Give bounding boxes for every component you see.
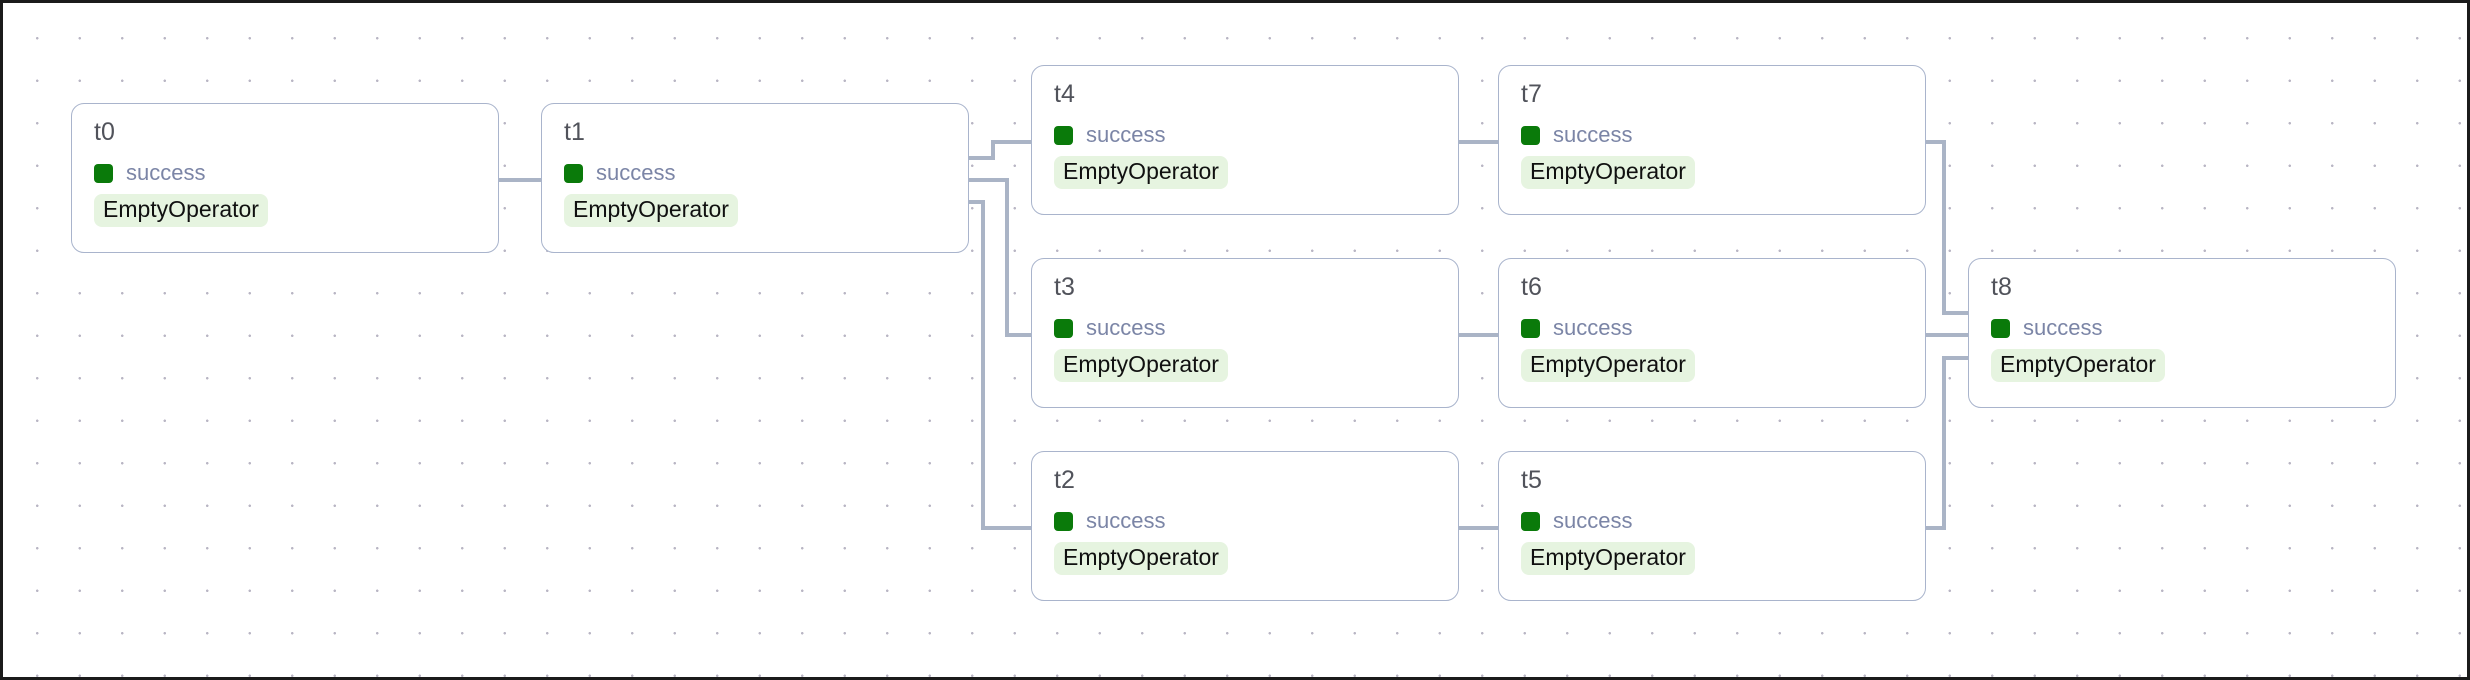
dag-node-status-label: success	[1553, 122, 1633, 147]
dag-node-status-label: success	[1553, 315, 1633, 340]
dag-node-status-row: success	[564, 161, 948, 185]
status-square-icon	[564, 163, 583, 183]
dag-edge	[969, 178, 1031, 337]
status-square-icon	[1054, 511, 1073, 531]
dag-node-t4[interactable]: t4 success EmptyOperator	[1031, 65, 1459, 215]
dag-edge	[1926, 140, 1968, 315]
dag-node-t6[interactable]: t6 success EmptyOperator	[1498, 258, 1926, 408]
dag-node-t7[interactable]: t7 success EmptyOperator	[1498, 65, 1926, 215]
dag-node-status-label: success	[1086, 508, 1166, 533]
dag-node-status-row: success	[1991, 316, 2375, 340]
dag-node-operator-chip: EmptyOperator	[564, 194, 738, 227]
dag-node-operator-chip: EmptyOperator	[1054, 349, 1228, 382]
dag-node-title: t2	[1054, 466, 1076, 494]
dag-node-title: t7	[1521, 80, 1543, 108]
dag-node-title: t1	[564, 118, 586, 146]
dag-node-operator-chip: EmptyOperator	[1054, 542, 1228, 575]
dag-edge	[1926, 356, 1968, 530]
dag-node-status-label: success	[126, 160, 206, 185]
dag-node-status-label: success	[2023, 315, 2103, 340]
dag-node-status-row: success	[1521, 316, 1905, 340]
dag-node-t5[interactable]: t5 success EmptyOperator	[1498, 451, 1926, 601]
dag-node-status-row: success	[1521, 509, 1905, 533]
dag-node-status-label: success	[1553, 508, 1633, 533]
dag-node-operator-chip: EmptyOperator	[1054, 156, 1228, 189]
dag-node-t0[interactable]: t0 success EmptyOperator	[71, 103, 499, 253]
dag-node-operator-chip: EmptyOperator	[1991, 349, 2165, 382]
dag-node-operator-chip: EmptyOperator	[1521, 542, 1695, 575]
dag-node-title: t6	[1521, 273, 1543, 301]
dag-node-title: t8	[1991, 273, 2013, 301]
dag-edge	[969, 200, 1031, 530]
status-square-icon	[1521, 125, 1540, 145]
dag-node-t1[interactable]: t1 success EmptyOperator	[541, 103, 969, 253]
dag-node-status-label: success	[1086, 122, 1166, 147]
dag-edge	[969, 140, 1031, 160]
dag-node-t3[interactable]: t3 success EmptyOperator	[1031, 258, 1459, 408]
dag-node-title: t3	[1054, 273, 1076, 301]
dag-node-t2[interactable]: t2 success EmptyOperator	[1031, 451, 1459, 601]
status-square-icon	[1991, 318, 2010, 338]
status-square-icon	[1054, 125, 1073, 145]
dag-node-status-row: success	[1054, 316, 1438, 340]
status-square-icon	[1521, 318, 1540, 338]
dag-node-t8[interactable]: t8 success EmptyOperator	[1968, 258, 2396, 408]
dag-node-title: t0	[94, 118, 116, 146]
dag-node-status-row: success	[1054, 509, 1438, 533]
status-square-icon	[1521, 511, 1540, 531]
dag-node-status-label: success	[596, 160, 676, 185]
dag-node-title: t4	[1054, 80, 1076, 108]
status-square-icon	[94, 163, 113, 183]
dag-node-status-label: success	[1086, 315, 1166, 340]
dag-node-status-row: success	[1521, 123, 1905, 147]
dag-node-status-row: success	[94, 161, 478, 185]
dag-node-status-row: success	[1054, 123, 1438, 147]
status-square-icon	[1054, 318, 1073, 338]
dag-node-operator-chip: EmptyOperator	[1521, 349, 1695, 382]
dag-node-operator-chip: EmptyOperator	[1521, 156, 1695, 189]
dag-node-operator-chip: EmptyOperator	[94, 194, 268, 227]
dag-node-title: t5	[1521, 466, 1543, 494]
